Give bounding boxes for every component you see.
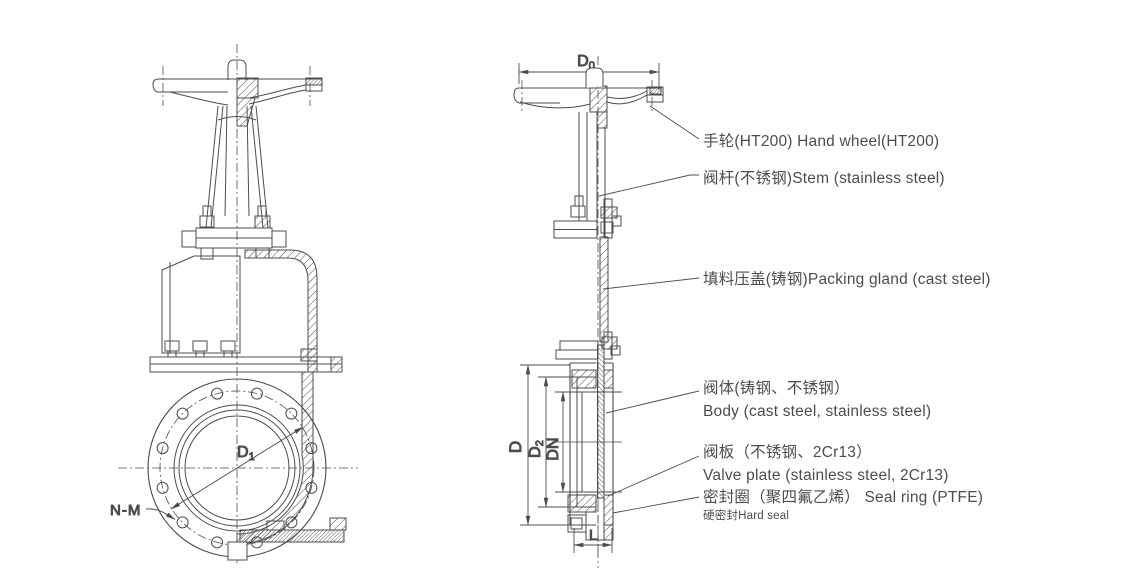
leader-valve-plate	[607, 455, 700, 497]
front-seat-assembly	[227, 517, 347, 561]
side-d2-label: D2	[527, 440, 546, 458]
front-d1-dimension	[170, 426, 304, 510]
front-body-flange-plate	[149, 356, 343, 373]
callout-valve-plate: 阀板（不锈钢、2Cr13） Valve plate (stainless ste…	[703, 441, 949, 487]
callout-packing-gland: 填料压盖(铸钢)Packing gland (cast steel)	[703, 271, 991, 288]
side-packing-tube	[599, 236, 609, 343]
front-bonnet	[161, 255, 241, 354]
side-knife-plate	[597, 344, 605, 499]
side-view: D0	[506, 53, 664, 568]
callout-leaders	[598, 105, 700, 514]
callout-valve-plate-en: Valve plate (stainless steel, 2Cr13)	[703, 467, 949, 484]
leader-body	[605, 390, 700, 414]
front-view: D1 N-M	[110, 44, 358, 566]
side-handwheel	[513, 67, 664, 129]
leader-stem	[598, 174, 699, 197]
side-stem	[578, 112, 606, 237]
leader-packing-gland	[602, 277, 700, 290]
side-dn-label: DN	[545, 437, 562, 460]
side-bottom-seat	[567, 494, 614, 556]
callout-seal-ring: 密封圈（聚四氟乙烯） Seal ring (PTFE) 硬密封Hard seal	[703, 486, 983, 523]
leader-hand-wheel	[649, 105, 700, 140]
front-d1-label: D1	[237, 444, 255, 463]
side-d-label: D	[506, 441, 525, 453]
leader-seal-ring	[612, 496, 700, 514]
callout-seal-note: 硬密封Hard seal	[703, 510, 790, 522]
front-handwheel	[152, 77, 323, 127]
front-hub-section	[236, 77, 259, 99]
callout-seal-ring-text: 密封圈（聚四氟乙烯） Seal ring (PTFE)	[703, 489, 984, 506]
side-d-dimension	[520, 364, 570, 526]
side-d2-dimension	[538, 376, 577, 508]
front-stem-cap	[227, 59, 247, 80]
front-nm-label: N-M	[110, 502, 141, 519]
callout-stem: 阀杆(不锈钢)Stem (stainless steel)	[703, 170, 945, 187]
side-gland-bracket	[555, 331, 621, 360]
callout-body-zh: 阀体(铸钢、不锈钢）	[703, 380, 850, 397]
front-flange-bolts	[164, 340, 318, 362]
callout-body: 阀体(铸钢、不锈钢） Body (cast steel, stainless s…	[703, 377, 931, 423]
callout-body-en: Body (cast steel, stainless steel)	[703, 403, 932, 420]
side-dn-dimension	[555, 391, 622, 493]
side-l-dimension	[573, 528, 613, 553]
callout-valve-plate-zh: 阀板（不锈钢、2Cr13）	[703, 444, 872, 461]
side-guide-bracket	[553, 195, 622, 239]
side-l-label: L	[589, 527, 597, 544]
side-hub-section	[589, 85, 608, 113]
callout-hand-wheel: 手轮(HT200) Hand wheel(HT200)	[703, 133, 940, 150]
side-d0-label: D0	[577, 53, 595, 72]
front-nm-leader	[145, 508, 176, 520]
